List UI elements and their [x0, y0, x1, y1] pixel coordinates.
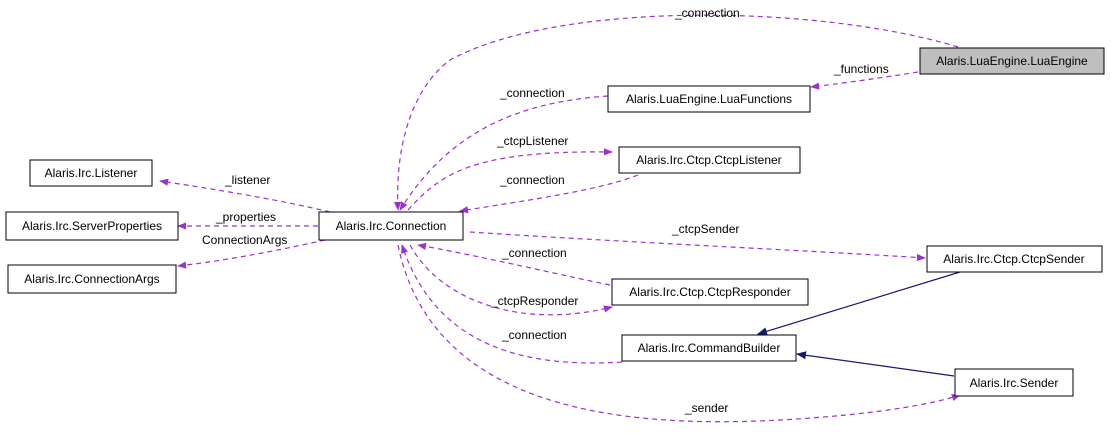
- node-serverproperties[interactable]: Alaris.Irc.ServerProperties: [5, 211, 179, 241]
- edge-ctcplistener-connection: [459, 174, 639, 214]
- node-connection[interactable]: Alaris.Irc.Connection: [318, 211, 464, 241]
- edge-label-connectionargs: ConnectionArgs: [202, 233, 287, 247]
- edge-connection-sender: [397, 244, 961, 423]
- edge-label-ctcpsender: _ctcpSender: [671, 222, 739, 236]
- edge-label-listener: _listener: [224, 173, 270, 187]
- node-label: Alaris.LuaEngine.LuaEngine: [936, 54, 1088, 68]
- edge-label-luaengine-functions: _functions: [833, 62, 889, 76]
- edge-luaengine-functions: [810, 71, 919, 90]
- edge-sender-commandbuilder: [796, 351, 955, 377]
- node-label: Alaris.Irc.Ctcp.CtcpListener: [636, 153, 781, 167]
- edge-label-ctcplistener-connection: _connection: [499, 173, 565, 187]
- edge-label-ctcpresponder: _ctcpResponder: [490, 294, 578, 308]
- edge-label-ctcpresponder-connection: _connection: [501, 246, 567, 260]
- node-connectionargs[interactable]: Alaris.Irc.ConnectionArgs: [7, 264, 177, 294]
- edge-label-luaengine-connection: _connection: [674, 6, 740, 20]
- node-ctcpsender[interactable]: Alaris.Irc.Ctcp.CtcpSender: [926, 245, 1103, 273]
- node-label: Alaris.Irc.Ctcp.CtcpResponder: [629, 285, 790, 299]
- node-label: Alaris.Irc.Listener: [45, 166, 138, 180]
- edge-luafunctions-connection: [399, 95, 609, 211]
- edge-label-luafunctions-connection: _connection: [499, 86, 565, 100]
- node-sender[interactable]: Alaris.Irc.Sender: [954, 368, 1074, 397]
- edge-connection-listener: [159, 178, 331, 213]
- node-label: Alaris.Irc.Connection: [336, 219, 447, 233]
- edge-label-sender: _sender: [684, 401, 728, 415]
- node-luaengine[interactable]: Alaris.LuaEngine.LuaEngine: [919, 47, 1105, 75]
- edge-label-commandbuilder-connection: _connection: [501, 328, 567, 342]
- edge-label-ctcplistener: _ctcpListener: [496, 134, 568, 148]
- node-label: Alaris.Irc.Ctcp.CtcpSender: [943, 252, 1084, 266]
- edge-ctcpresponder-connection: [417, 242, 611, 286]
- edge-connection-ctcpresponder: [409, 244, 613, 316]
- node-ctcpresponder[interactable]: Alaris.Irc.Ctcp.CtcpResponder: [611, 278, 809, 306]
- edge-label-properties: _properties: [215, 210, 276, 224]
- node-label: Alaris.Irc.CommandBuilder: [638, 341, 781, 355]
- node-label: Alaris.LuaEngine.LuaFunctions: [626, 92, 792, 106]
- node-label: Alaris.Irc.ServerProperties: [22, 219, 162, 233]
- edge-connection-ctcpsender: [469, 231, 926, 262]
- node-luafunctions[interactable]: Alaris.LuaEngine.LuaFunctions: [607, 85, 811, 113]
- node-label: Alaris.Irc.Sender: [970, 376, 1059, 390]
- node-ctcplistener[interactable]: Alaris.Irc.Ctcp.CtcpListener: [618, 146, 801, 174]
- edge-connection-ctcplistener: [407, 148, 613, 211]
- node-label: Alaris.Irc.ConnectionArgs: [24, 272, 159, 286]
- edge-commandbuilder-connection: [401, 244, 623, 364]
- node-commandbuilder[interactable]: Alaris.Irc.CommandBuilder: [621, 334, 797, 362]
- edge-luaengine-connection: [394, 14, 959, 211]
- node-listener[interactable]: Alaris.Irc.Listener: [29, 159, 153, 187]
- edge-connection-connectionargs: [177, 239, 326, 269]
- edge-ctcpsender-commandbuilder: [757, 271, 961, 336]
